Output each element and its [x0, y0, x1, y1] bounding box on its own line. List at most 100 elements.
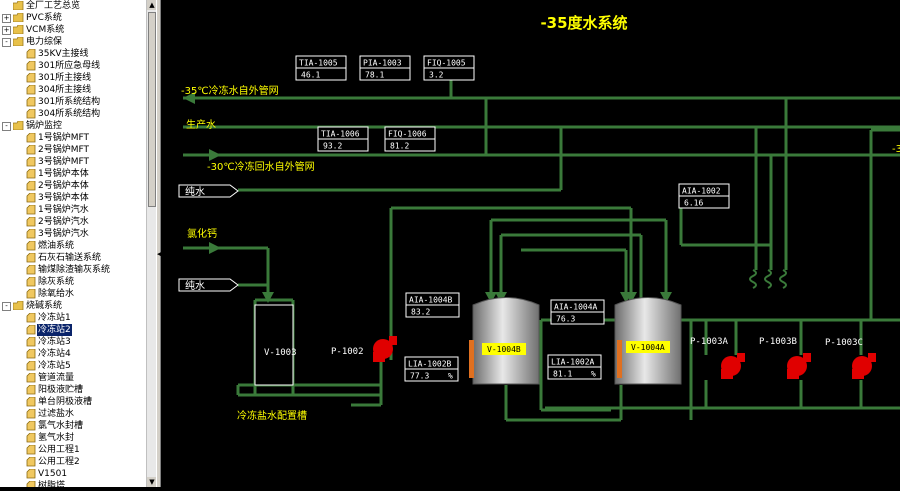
pump-p1003b[interactable]: P-1003B: [759, 337, 811, 379]
tree-item-label: 冷冻站1: [38, 313, 71, 323]
scroll-thumb[interactable]: [148, 12, 156, 207]
instrument-tag: TIA-1005: [299, 59, 338, 68]
brine-tank-label: 冷冻盐水配置槽: [237, 409, 307, 422]
page-icon: [26, 288, 36, 299]
tree-item-label: 冷冻站3: [38, 337, 71, 347]
tree-item-label: 冷冻站2: [37, 324, 72, 336]
pump-p1003a[interactable]: P-1003A: [690, 337, 745, 379]
instrument-value: 3.2: [429, 71, 444, 80]
page-icon: [26, 252, 36, 263]
tree-item-label: 304所主接线: [38, 85, 92, 95]
instrument-value: 78.1: [365, 71, 384, 80]
scroll-up-arrow[interactable]: ▲: [147, 0, 157, 10]
tree-item-label: 35KV主接线: [38, 49, 89, 59]
page-icon: [26, 420, 36, 431]
instrument-tag: AIA-1004B: [409, 296, 453, 305]
instrument-tia-1005[interactable]: TIA-1005 46.1: [295, 55, 347, 81]
scroll-down-arrow[interactable]: ▼: [147, 477, 157, 487]
tank-v1004b[interactable]: V-1004B: [469, 297, 540, 385]
tank-v1003[interactable]: V-1003: [254, 304, 297, 386]
flow-arrows: [183, 92, 672, 303]
heat-exchanger-coils: [749, 269, 787, 289]
page-icon: [26, 84, 36, 95]
v1004a-label: V-1004A: [631, 343, 665, 352]
tree-item-label: VCM系统: [26, 25, 65, 35]
tree-item-label: 燃油系统: [38, 241, 75, 251]
line-labels: -35℃冷冻水自外管网 生产水 -30℃冷冻回水自外管网 氯化钙 冷冻盐水配置槽…: [181, 84, 900, 422]
page-icon: [26, 180, 36, 191]
instrument-tag: LIA-1002B: [408, 360, 452, 369]
page-icon: [26, 228, 36, 239]
collapse-arrow-icon[interactable]: ◀: [157, 250, 163, 258]
expand-icon[interactable]: +: [2, 14, 11, 23]
page-icon: [26, 444, 36, 455]
instrument-tag: PIA-1003: [363, 59, 402, 68]
pump-p1003c[interactable]: P-1003C: [825, 338, 876, 379]
instrument-lia-1002b[interactable]: LIA-1002B 77.3%: [404, 356, 459, 382]
instrument-fiq-1005[interactable]: FIQ-1005 3.2: [423, 55, 475, 81]
instrument-unit: %: [448, 372, 453, 381]
instrument-tag: AIA-1002: [682, 187, 721, 196]
page-icon: [26, 468, 36, 479]
page-icon: [26, 168, 36, 179]
pane-splitter[interactable]: ◀: [156, 0, 163, 487]
page-icon: [26, 324, 36, 335]
p1003b-label: P-1003B: [759, 337, 797, 347]
page-icon: [26, 192, 36, 203]
tree-item-label: V1501: [38, 469, 68, 479]
instrument-pia-1003[interactable]: PIA-1003 78.1: [359, 55, 411, 81]
instrument-aia-1004a[interactable]: AIA-1004A 76.3: [550, 299, 605, 325]
tank-v1004a[interactable]: V-1004A: [614, 297, 682, 385]
v1004b-label: V-1004B: [487, 345, 521, 354]
right-partial-label: -3: [892, 144, 900, 155]
page-icon: [26, 240, 36, 251]
collapse-icon[interactable]: -: [2, 38, 11, 47]
tree-item-label: 1号锅炉汽水: [38, 205, 89, 215]
instrument-value: 93.2: [323, 142, 342, 151]
page-icon: [26, 396, 36, 407]
pure-water-2-label: 纯水: [185, 279, 205, 292]
instrument-tag: LIA-1002A: [551, 358, 595, 367]
instrument-value: 77.3: [410, 372, 429, 381]
tree-item-label: 管道流量: [38, 373, 75, 383]
tree-item-label: 冷冻站4: [38, 349, 71, 359]
page-icon: [26, 96, 36, 107]
instrument-value: 46.1: [301, 71, 320, 80]
tree-item-label: 锅炉监控: [26, 121, 63, 131]
pump-p1002[interactable]: P-1002: [331, 336, 397, 362]
pipe-network: [183, 70, 900, 422]
collapse-icon[interactable]: -: [2, 122, 11, 131]
tree-item-label: 阳极液贮槽: [38, 385, 84, 395]
instrument-readouts: TIA-100546.1PIA-100378.1FIQ-10053.2TIA-1…: [295, 55, 730, 382]
tree-item-label: 304所系统结构: [38, 109, 101, 119]
instrument-tag: AIA-1004A: [554, 303, 598, 312]
page-icon: [26, 336, 36, 347]
tree-item-label: 公用工程2: [38, 457, 80, 467]
expand-icon[interactable]: +: [2, 26, 11, 35]
tree-item-label: 2号锅炉本体: [38, 181, 89, 191]
collapse-icon[interactable]: -: [2, 302, 11, 311]
folder-icon: [12, 0, 24, 11]
tree-scrollbar[interactable]: ▲ ▼: [146, 0, 157, 487]
instrument-tag: FIQ-1005: [427, 59, 466, 68]
process-diagram: -35度水系统: [178, 14, 900, 422]
instrument-tag: FIQ-1006: [388, 130, 427, 139]
tree-item-label: 氯气水封槽: [38, 421, 84, 431]
process-diagram-canvas: -35度水系统: [161, 0, 900, 487]
page-icon: [26, 456, 36, 467]
tree-item-label: 3号锅炉本体: [38, 193, 89, 203]
tree-item-label: 除灰系统: [38, 277, 75, 287]
tree-item-label: 全厂工艺总览: [26, 1, 81, 11]
instrument-value: 81.1: [553, 370, 572, 379]
tree-item-label: 公用工程1: [38, 445, 80, 455]
instrument-value: 76.3: [556, 315, 575, 324]
tree-item-label: 电力综保: [26, 37, 63, 47]
pure-water-1-label: 纯水: [185, 185, 205, 198]
page-icon: [26, 432, 36, 443]
